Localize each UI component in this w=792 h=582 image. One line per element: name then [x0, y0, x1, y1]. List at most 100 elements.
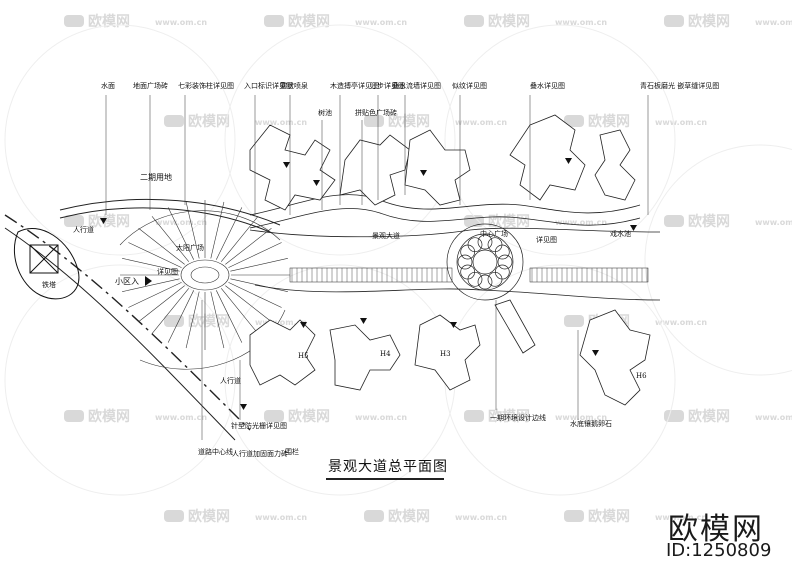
label-phase2: 二期用地	[140, 172, 172, 182]
watermark-sofa-icon	[164, 115, 184, 127]
label-cascade: 叠水详见图	[530, 81, 565, 90]
label-road-centerline: 道路中心线	[198, 447, 233, 456]
sun-plaza-radials	[120, 200, 290, 350]
watermark-logo: 欧模网	[288, 13, 330, 30]
watermark-logo: 欧模网	[588, 508, 630, 525]
petal	[467, 271, 483, 287]
label-cascade-wall: 叠水流墙详见图	[392, 81, 441, 90]
avenue-hatch	[291, 268, 648, 282]
watermark-logo: 欧模网	[588, 113, 630, 130]
watermark-logo: 欧模网	[88, 13, 130, 30]
radial-line	[122, 258, 180, 272]
radial-line	[230, 278, 288, 292]
watermark-circle	[4, 24, 236, 256]
label-mosaic-tile: 拼贴色广场砖	[355, 108, 397, 117]
watermark-sofa-icon	[364, 115, 384, 127]
radial-line	[185, 291, 200, 349]
label-phase1-boundary: 一期环境设计边线	[490, 413, 546, 422]
radial-line	[151, 288, 190, 334]
radial-line	[185, 201, 200, 259]
radial-line	[138, 285, 185, 322]
watermark-site: www.om.cn	[755, 218, 792, 227]
watermark-sofa-icon	[164, 315, 184, 327]
radial-line	[151, 216, 190, 262]
label-h6: H6	[636, 372, 647, 380]
petal	[487, 271, 503, 287]
callout-labels-top: 水面 地面广场砖 七彩装饰柱详见图 入口标识详见图 雾状喷泉 木造搏亭详见图 汀…	[101, 81, 719, 117]
label-railing: 围栏	[285, 447, 299, 456]
label-sidewalk-reinforce: 人行道加固面力砖	[232, 449, 288, 458]
center-plaza-petals	[457, 234, 513, 290]
watermark-layer: 欧模网 www.om.cn 欧模网 www.om.cn 欧模网 www.om.cn 欧模网 w…	[4, 13, 792, 525]
watermark-logo: 欧模网	[488, 213, 530, 230]
watermark-logo: 欧模网	[688, 213, 730, 230]
radial-line	[225, 228, 272, 265]
petal	[477, 274, 493, 290]
radial-line	[167, 290, 194, 343]
radial-line	[230, 258, 288, 272]
watermark-sofa-icon	[564, 315, 584, 327]
watermark-sofa-icon	[664, 410, 684, 422]
label-community: 小区入	[115, 277, 139, 286]
label-h3: H3	[440, 350, 451, 358]
watermark-sofa-icon	[264, 410, 284, 422]
label-water: 水面	[101, 81, 115, 90]
label-h4: H4	[380, 350, 391, 358]
radial-line	[228, 282, 282, 308]
label-color-pillar: 七彩装饰柱详见图	[178, 81, 234, 90]
watermark-site: www.om.cn	[155, 413, 207, 422]
watermark-circle	[4, 264, 236, 496]
watermark-logo: 欧模网	[688, 408, 730, 425]
label-pattern: 似纹详见图	[452, 81, 487, 90]
watermark-site: www.om.cn	[755, 18, 792, 27]
watermark-circle	[224, 24, 456, 256]
watermark-site: www.om.cn	[555, 18, 607, 27]
radial-line	[128, 242, 182, 268]
watermark-site: www.om.cn	[655, 118, 707, 127]
watermark-logo: 欧模网	[188, 313, 230, 330]
watermark-circle	[644, 144, 792, 376]
center-plaza	[446, 223, 524, 301]
watermark-sofa-icon	[164, 510, 184, 522]
watermark-logo: 欧模网	[388, 113, 430, 130]
petal	[460, 244, 476, 260]
petal	[467, 237, 483, 253]
radial-line	[216, 290, 243, 343]
label-tree-pit: 树池	[318, 108, 332, 117]
radial-line	[210, 291, 225, 349]
leader-lines	[105, 95, 649, 440]
label-wood-pavilion: 木造搏亭详见图	[330, 81, 379, 90]
callout-labels-bottom: 道路中心线 针型防光栅详见图 人行道加固面力砖 围栏 一期环境设计边线 水底镶鹅…	[198, 413, 612, 458]
watermark-sofa-icon	[64, 410, 84, 422]
tower	[13, 227, 80, 300]
label-mist-fountain: 雾状喷泉	[280, 81, 308, 90]
brand-logo: 欧模网	[668, 512, 764, 547]
label-anti-glare: 针型防光栅详见图	[231, 421, 287, 430]
watermark-site: www.om.cn	[555, 218, 607, 227]
label-center-plaza: 中心广场	[480, 229, 508, 238]
watermark-site: www.om.cn	[255, 118, 307, 127]
radial-line	[225, 285, 272, 322]
label-h5: H5	[298, 352, 309, 360]
petal	[487, 237, 503, 253]
petal	[457, 254, 473, 270]
watermark-logo: 欧模网	[688, 13, 730, 30]
label-tower: 铁塔	[42, 280, 56, 289]
buildings	[249, 114, 651, 406]
petal	[460, 264, 476, 280]
radial-line	[122, 278, 180, 292]
radial-line	[228, 242, 282, 268]
watermark-site: www.om.cn	[455, 118, 507, 127]
watermark-site: www.om.cn	[555, 413, 607, 422]
watermark-logo: 欧模网	[488, 13, 530, 30]
watermark-site: www.om.cn	[455, 513, 507, 522]
watermark-circle	[444, 24, 676, 256]
label-avenue: 景观大道	[372, 231, 400, 240]
plan-labels: 二期用地 人行道 铁塔 小区入 详见图 太阳广场 景观大道 中心广场 详见图 戏…	[42, 172, 647, 385]
avenue	[249, 194, 661, 301]
label-sidewalk-left: 人行道	[73, 225, 94, 234]
watermark-sofa-icon	[264, 15, 284, 27]
watermark-sofa-icon	[64, 215, 84, 227]
